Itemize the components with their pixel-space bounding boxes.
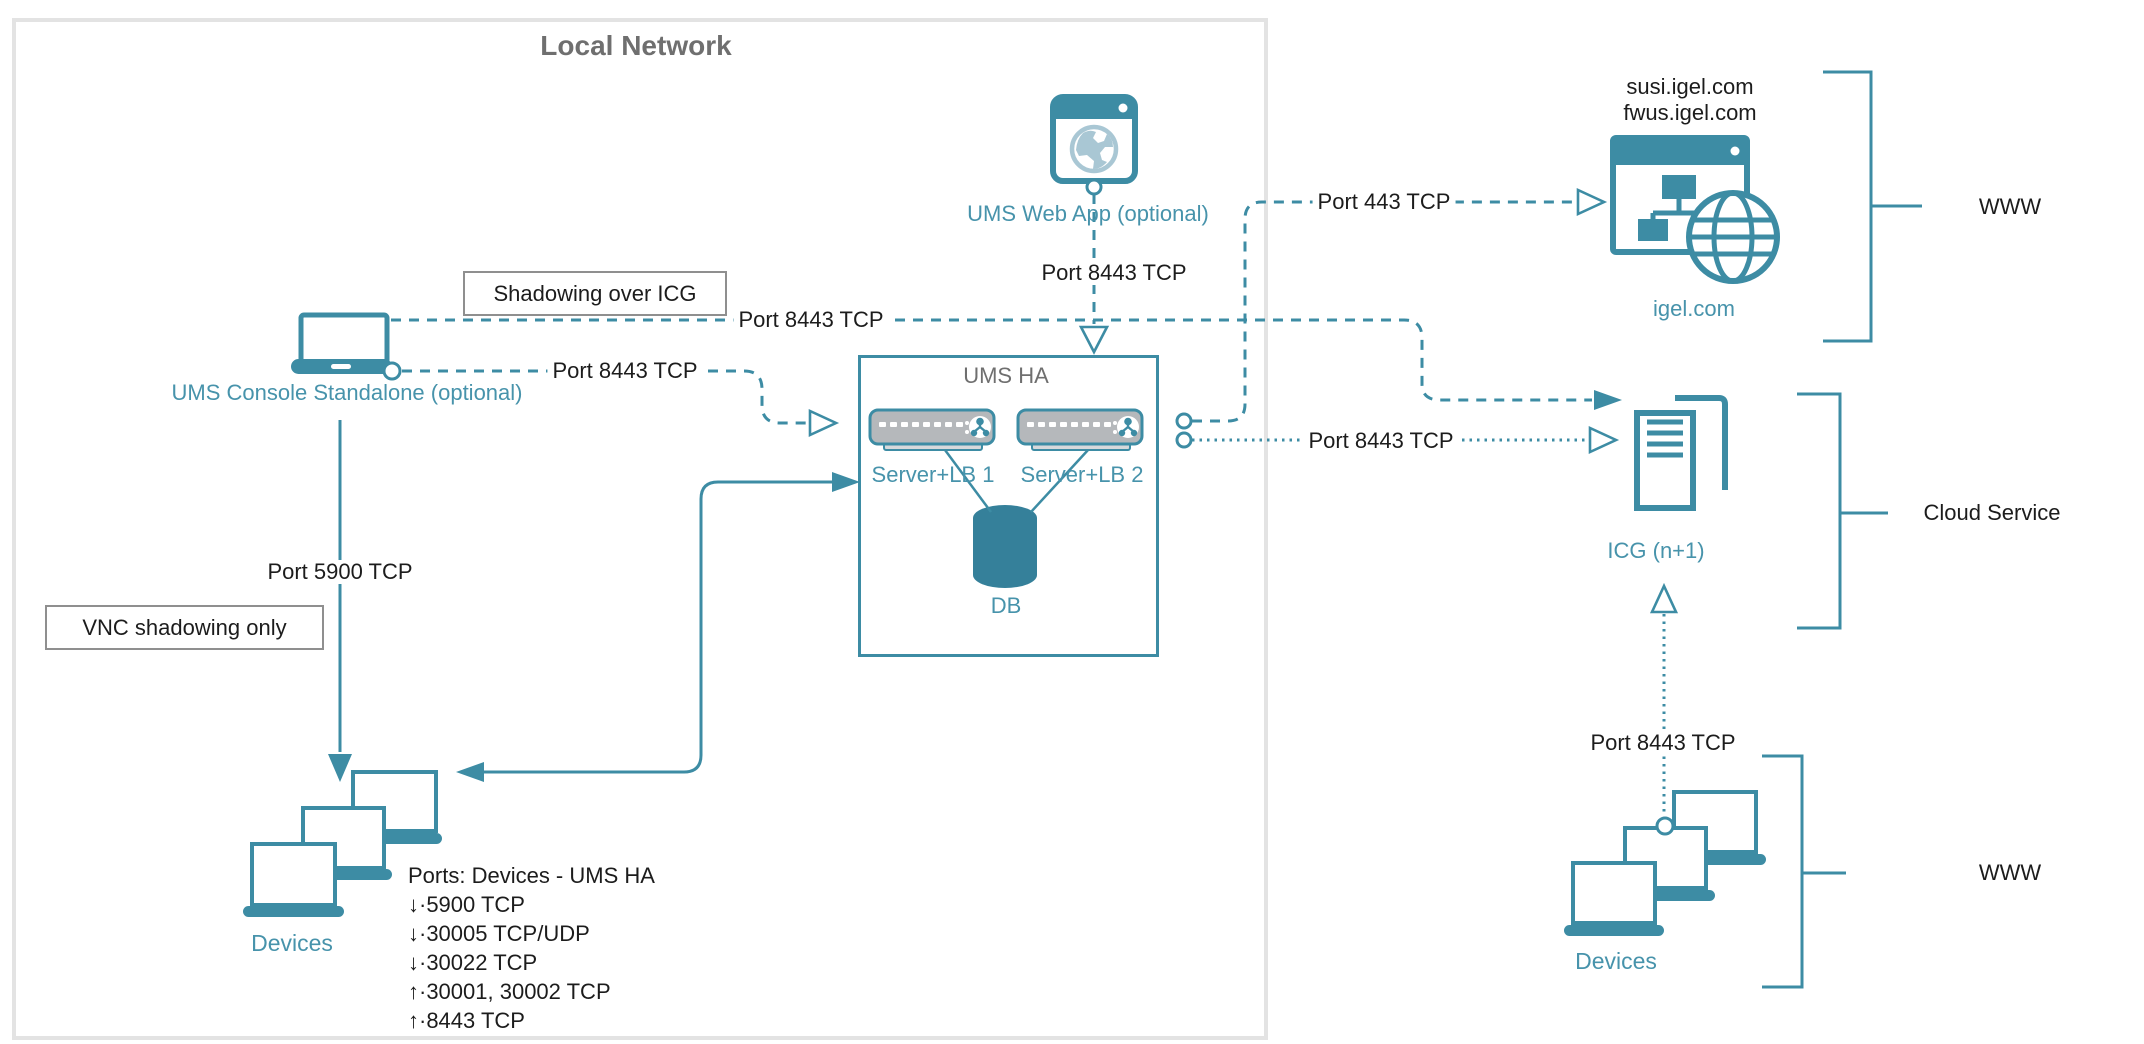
website-icon	[1610, 135, 1782, 287]
ums-webapp-label: UMS Web App (optional)	[967, 201, 1209, 226]
database-icon	[972, 504, 1038, 590]
igel-domain-fwus: fwus.igel.com	[1623, 100, 1757, 125]
bracket-www-top	[1823, 70, 1922, 343]
laptop-icon	[291, 806, 395, 882]
local-network-title: Local Network	[540, 30, 732, 61]
devices-right-label: Devices	[1575, 948, 1657, 974]
bracket-www-bottom	[1762, 754, 1846, 989]
local-network-zone	[12, 18, 1268, 1040]
db-label: DB	[990, 593, 1022, 618]
port-8443-console-ha-label: Port 8443 TCP	[547, 358, 703, 384]
zone-www-bottom-label: WWW	[1978, 860, 2042, 885]
ports-list-title: Ports: Devices - UMS HA	[408, 863, 655, 888]
ports-list-item: ↓·5900 TCP	[408, 892, 525, 917]
laptop-icon	[1562, 861, 1666, 937]
ports-list-item: ↑·8443 TCP	[408, 1008, 525, 1033]
devices-left-label: Devices	[251, 930, 333, 956]
ports-list-item: ↓·30005 TCP/UDP	[408, 921, 590, 946]
browser-globe-icon	[1049, 93, 1139, 187]
port-5900-label: Port 5900 TCP	[262, 559, 418, 585]
ports-list-item: ↓·30022 TCP	[408, 950, 538, 975]
laptop-icon	[241, 842, 347, 920]
igel-domain-susi: susi.igel.com	[1626, 74, 1754, 99]
zone-cloud-service-label: Cloud Service	[1923, 500, 2061, 525]
ums-ha-title: UMS HA	[963, 363, 1049, 388]
shadowing-over-icg-box: Shadowing over ICG	[463, 271, 727, 316]
icg-label: ICG (n+1)	[1607, 538, 1705, 563]
zone-www-top-label: WWW	[1978, 194, 2042, 219]
port-8443-ha-icg-label: Port 8443 TCP	[1303, 428, 1459, 454]
server-lb1-label: Server+LB 1	[871, 462, 995, 487]
ports-list-item: ↑·30001, 30002 TCP	[408, 979, 611, 1004]
server-stack-icon	[1630, 390, 1730, 515]
port-443-label: Port 443 TCP	[1312, 189, 1456, 215]
port-8443-shadowing-label: Port 8443 TCP	[733, 307, 889, 333]
ums-console-label: UMS Console Standalone (optional)	[171, 380, 523, 405]
server-lb-icon	[868, 408, 996, 452]
edge-icg-to-devices	[1649, 582, 1679, 816]
bracket-cloud-service	[1797, 392, 1888, 630]
ums-ha-group-box	[858, 355, 1159, 657]
port-8443-webapp-label: Port 8443 TCP	[1036, 260, 1192, 286]
server-lb2-label: Server+LB 2	[1020, 462, 1144, 487]
port-8443-icg-devices-label: Port 8443 TCP	[1585, 730, 1741, 756]
vnc-shadowing-only-box: VNC shadowing only	[45, 605, 324, 650]
server-lb-icon	[1016, 408, 1144, 452]
laptop-icon	[289, 312, 395, 376]
ports-list: Ports: Devices - UMS HA ↓·5900 TCP ↓·300…	[408, 861, 655, 1035]
igel-com-label: igel.com	[1653, 296, 1735, 321]
